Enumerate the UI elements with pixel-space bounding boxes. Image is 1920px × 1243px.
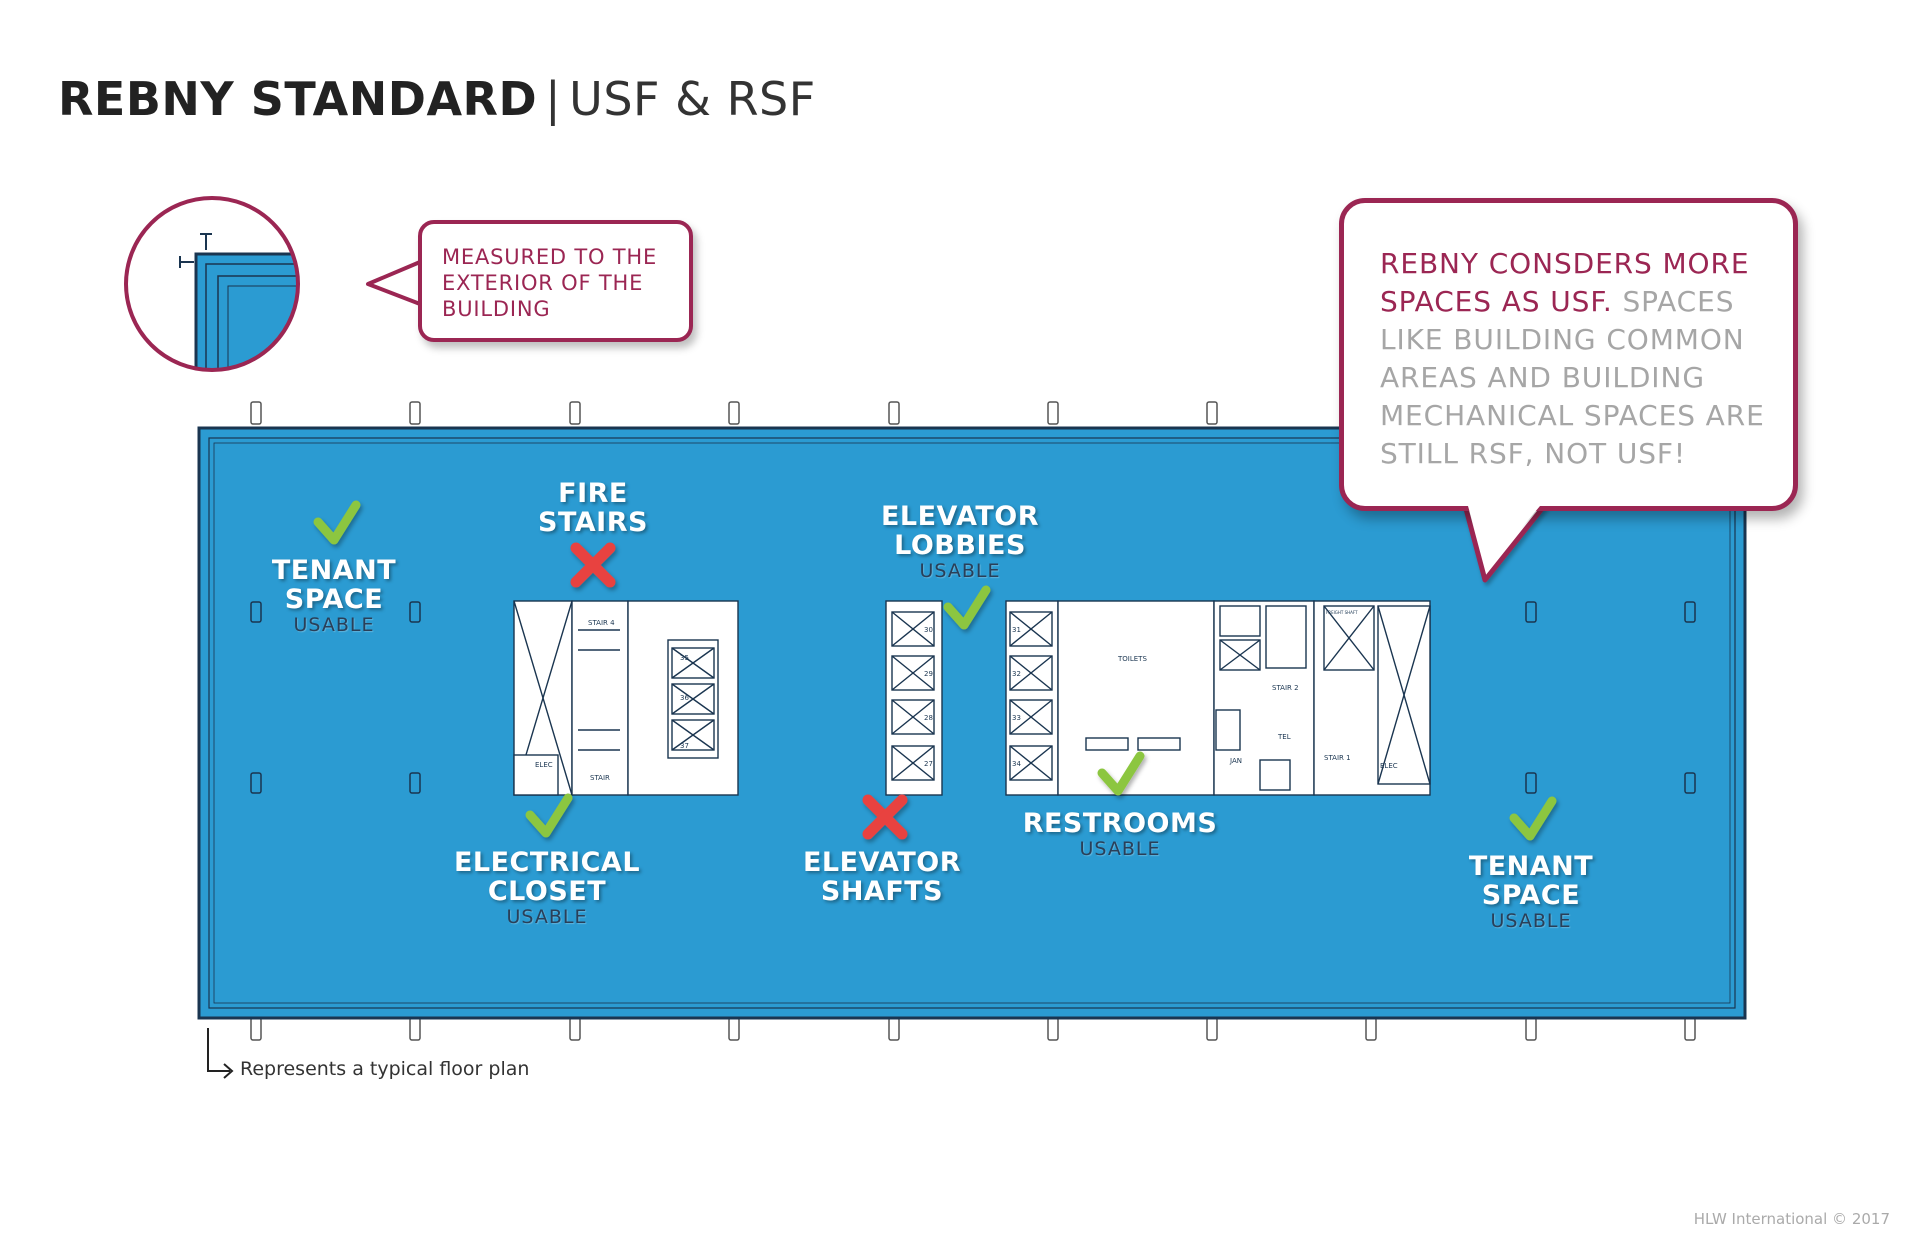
title-light: USF & RSF xyxy=(569,72,816,126)
label-electrical-closet-line2: CLOSET xyxy=(487,876,607,907)
core-label-jan: JAN xyxy=(1229,757,1242,765)
callout-rebny: REBNY CONSDERS MORE SPACES AS USF. SPACE… xyxy=(1339,198,1798,511)
label-elevator-lobbies-line2: LOBBIES xyxy=(894,530,1026,561)
callout-rebny-text: REBNY CONSDERS MORE SPACES AS USF. SPACE… xyxy=(1380,245,1790,473)
core-middle xyxy=(885,600,1215,796)
label-tenant-left-line2: SPACE xyxy=(284,584,384,615)
core-label-elev32: 32 xyxy=(1012,670,1021,678)
title-bold: REBNY STANDARD xyxy=(58,72,538,126)
cross-icon-fire-stairs xyxy=(570,542,616,588)
label-fire-stairs: FIRE STAIRS xyxy=(538,479,648,537)
check-icon-tenant-left xyxy=(313,500,361,545)
callout-measured-text: MEASURED TO THE EXTERIOR OF THE BUILDING xyxy=(442,245,658,321)
check-icon-electrical-closet xyxy=(525,793,573,838)
core-label-elev28: 28 xyxy=(924,714,933,722)
label-restrooms-line1: RESTROOMS xyxy=(1022,808,1218,839)
core-right xyxy=(1213,600,1431,796)
cross-icons xyxy=(570,542,908,840)
dimension-marker-icon xyxy=(179,233,212,268)
core-label-tel: TEL xyxy=(1277,733,1291,741)
copyright: HLW International © 2017 xyxy=(1693,1210,1890,1228)
floor-inner-line xyxy=(208,437,1736,1009)
core-label-shaft: FREIGHT SHAFT xyxy=(1326,610,1358,615)
footnote: Represents a typical floor plan xyxy=(240,1058,530,1080)
label-tenant-space-right: TENANT SPACE USABLE xyxy=(1469,852,1593,932)
core-label-elev36: 36 xyxy=(680,694,689,702)
label-restrooms-sub: USABLE xyxy=(1079,838,1161,860)
core-label-elev35: 35 xyxy=(680,654,689,662)
label-electrical-closet: ELECTRICAL CLOSET USABLE xyxy=(454,848,640,928)
callout-rebny-highlight: REBNY CONSDERS MORE SPACES AS USF. xyxy=(1380,247,1750,318)
check-icon-tenant-right xyxy=(1509,796,1557,841)
label-elevator-shafts: ELEVATOR SHAFTS xyxy=(803,848,961,906)
label-tenant-right-sub: USABLE xyxy=(1490,910,1572,932)
title-separator: | xyxy=(545,72,562,126)
label-fire-stairs-line2: STAIRS xyxy=(538,507,648,538)
core-label-stair2: STAIR 2 xyxy=(1272,684,1299,692)
core-right-labels: STAIR 2 JAN TEL STAIR 1 ELEC FREIGHT SHA… xyxy=(1229,610,1398,770)
core-label-stair4: STAIR 4 xyxy=(588,619,615,627)
core-label-elec-left: ELEC xyxy=(535,761,553,769)
label-elevator-lobbies: ELEVATOR LOBBIES USABLE xyxy=(881,502,1039,582)
core-middle-labels: 30 29 28 27 31 32 33 34 TOILETS xyxy=(924,626,1147,768)
core-left-labels: STAIR 4 STAIR ELEC 35 36 37 xyxy=(535,619,689,782)
label-restrooms: RESTROOMS USABLE xyxy=(1023,809,1218,860)
column-markers-top xyxy=(250,401,1218,425)
core-label-elev31: 31 xyxy=(1012,626,1021,634)
check-icons xyxy=(313,500,1557,841)
page-title: REBNY STANDARD|USF & RSF xyxy=(58,72,816,126)
label-tenant-right-line1: TENANT xyxy=(1468,851,1594,882)
core-label-elev29: 29 xyxy=(924,670,933,678)
core-label-elev34: 34 xyxy=(1012,760,1021,768)
label-elevator-shafts-line2: SHAFTS xyxy=(820,876,944,907)
core-label-elev33: 33 xyxy=(1012,714,1021,722)
core-label-stair1: STAIR 1 xyxy=(1324,754,1351,762)
label-tenant-left-line1: TENANT xyxy=(271,555,397,586)
label-tenant-left-sub: USABLE xyxy=(293,614,375,636)
label-electrical-closet-line1: ELECTRICAL xyxy=(453,847,641,878)
column-markers-bottom xyxy=(250,1017,1696,1041)
core-label-elec-right: ELEC xyxy=(1380,762,1398,770)
cross-icon-elevator-shafts xyxy=(862,794,908,840)
callout-measured: MEASURED TO THE EXTERIOR OF THE BUILDING xyxy=(418,220,693,342)
core-label-stair: STAIR xyxy=(590,774,610,782)
check-icon-restrooms xyxy=(1097,751,1145,796)
label-tenant-right-line2: SPACE xyxy=(1481,880,1581,911)
check-icon-elevator-lobbies xyxy=(943,585,991,630)
callout-rebny-rest: SPACES LIKE BUILDING COMMON AREAS AND BU… xyxy=(1380,285,1765,470)
core-label-elev37: 37 xyxy=(680,742,689,750)
label-electrical-closet-sub: USABLE xyxy=(506,906,588,928)
label-elevator-lobbies-sub: USABLE xyxy=(919,560,1001,582)
label-fire-stairs-line1: FIRE xyxy=(558,478,628,509)
core-left xyxy=(513,600,739,796)
label-elevator-lobbies-line1: ELEVATOR xyxy=(880,501,1040,532)
footnote-arrow-icon xyxy=(207,1028,234,1079)
corner-detail-magnifier xyxy=(124,196,422,372)
core-label-elev30: 30 xyxy=(924,626,933,634)
label-elevator-shafts-line1: ELEVATOR xyxy=(802,847,962,878)
core-label-elev27: 27 xyxy=(924,760,933,768)
core-label-toilets: TOILETS xyxy=(1117,655,1147,663)
label-tenant-space-left: TENANT SPACE USABLE xyxy=(272,556,396,636)
interior-columns xyxy=(250,601,1696,794)
